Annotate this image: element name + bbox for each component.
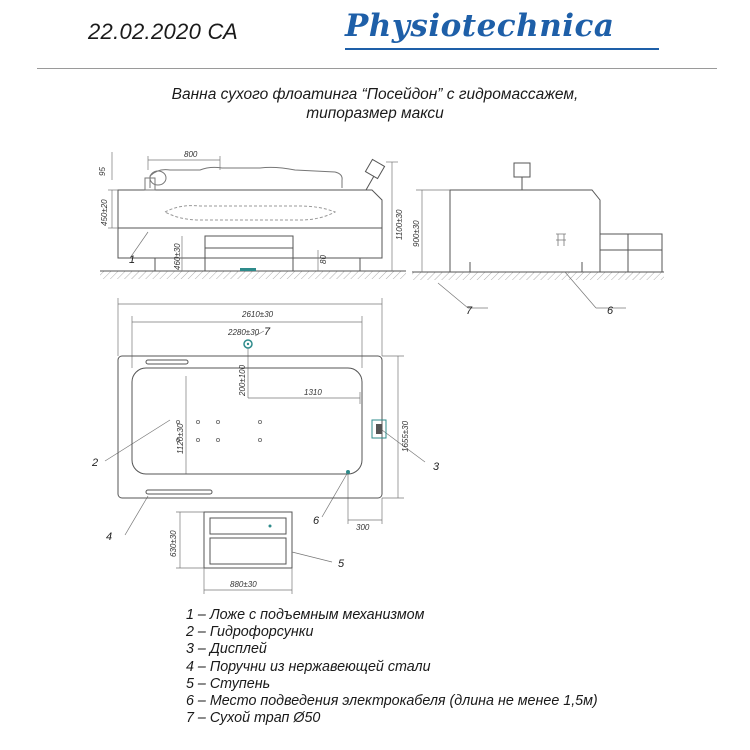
dim-label-2280: 2280±30 (227, 328, 260, 337)
dim-label-1655: 1655±30 (401, 420, 410, 452)
dim-label-450: 450±20 (100, 199, 109, 226)
side-person-floating (163, 205, 337, 221)
callout-1: 1 (129, 254, 135, 266)
callout-leader-3 (381, 429, 426, 463)
header-divider (37, 68, 717, 69)
drawing-title-line1: Ванна сухого флоатинга “Посейдон” с гидр… (171, 86, 579, 103)
side-tub-body (117, 189, 383, 259)
callout-6: 6 (313, 515, 320, 527)
dim-label-95: 95 (98, 167, 107, 176)
side-view (100, 152, 406, 279)
step-outline (203, 511, 293, 569)
dim-label-460: 460±30 (173, 243, 182, 270)
dim-label-1310: 1310 (304, 388, 322, 397)
side-floor-hatch (100, 271, 406, 279)
end-floor-hatch (412, 272, 664, 280)
callout-leader-6a (564, 271, 597, 309)
callout-5: 5 (338, 558, 345, 570)
plan-view (104, 298, 426, 536)
legend-item-2: 2 – Гидрофорсунки (186, 624, 314, 641)
dim-label-900: 900±30 (412, 220, 421, 247)
legend-item-5: 5 – Ступень (186, 675, 271, 692)
plan-drain-circle (243, 339, 253, 349)
legend-item-7: 7 – Сухой трап Ø50 (186, 710, 321, 727)
legend-list: 1 – Ложе с подъемным механизмом 2 – Гидр… (186, 607, 598, 727)
callout-7: 7 (264, 326, 271, 338)
end-tub-body (449, 189, 601, 273)
side-drain-mark (240, 268, 256, 271)
step-view (176, 511, 333, 594)
logo-underline (345, 48, 659, 50)
callout-leader-7 (254, 330, 265, 337)
legend-item-3: 3 – Дисплей (186, 641, 267, 658)
plan-display (371, 419, 387, 439)
callout-leader-7a (437, 282, 469, 309)
plan-tub-outer (117, 355, 383, 499)
plan-hydro-jets (175, 419, 263, 443)
callout-4: 4 (106, 531, 112, 543)
plan-handrail-top (145, 359, 189, 365)
dim-label-630: 630±30 (169, 530, 178, 557)
end-view (412, 162, 664, 309)
dim-label-1120: 1120±30 (176, 423, 185, 454)
side-person-figure (149, 166, 343, 188)
plan-tub-inner (131, 367, 363, 475)
step-riser (209, 537, 287, 565)
legend-item-4: 4 – Поручни из нержавеющей стали (186, 658, 431, 675)
dim-label-800: 800 (184, 150, 198, 159)
callout-leader-4 (124, 495, 149, 536)
dim-label-1100: 1100±30 (395, 209, 404, 240)
callout-leader-1 (129, 231, 149, 259)
dim-label-80: 80 (319, 255, 328, 264)
dim-label-300: 300 (356, 523, 370, 532)
plan-cable-point (346, 470, 350, 474)
legend-item-1: 1 – Ложе с подъемным механизмом (186, 607, 425, 623)
dim-label-2610: 2610±30 (241, 310, 274, 319)
callout-7-end: 7 (466, 305, 473, 317)
callout-3: 3 (433, 461, 440, 473)
side-display (364, 158, 386, 180)
callout-leader-5 (291, 551, 333, 563)
end-step (599, 233, 663, 273)
callout-leader-2 (104, 419, 171, 462)
end-cable-entry (556, 233, 566, 246)
drawing-title-line2: типоразмер макси (306, 105, 444, 122)
side-base-block (204, 235, 294, 272)
company-logo: Physiotechnica (345, 8, 615, 44)
step-top (209, 517, 287, 535)
drawing-date: 22.02.2020 СА (88, 19, 238, 44)
callout-2: 2 (91, 457, 98, 469)
callout-6-end: 6 (607, 305, 614, 317)
callout-leader-6 (321, 471, 349, 518)
legend-item-6: 6 – Место подведения электрокабеля (длин… (186, 693, 598, 710)
end-display (513, 162, 531, 178)
plan-handrail-bottom (145, 489, 213, 495)
dim-label-880: 880±30 (230, 580, 257, 589)
dim-label-200: 200±100 (238, 364, 247, 397)
